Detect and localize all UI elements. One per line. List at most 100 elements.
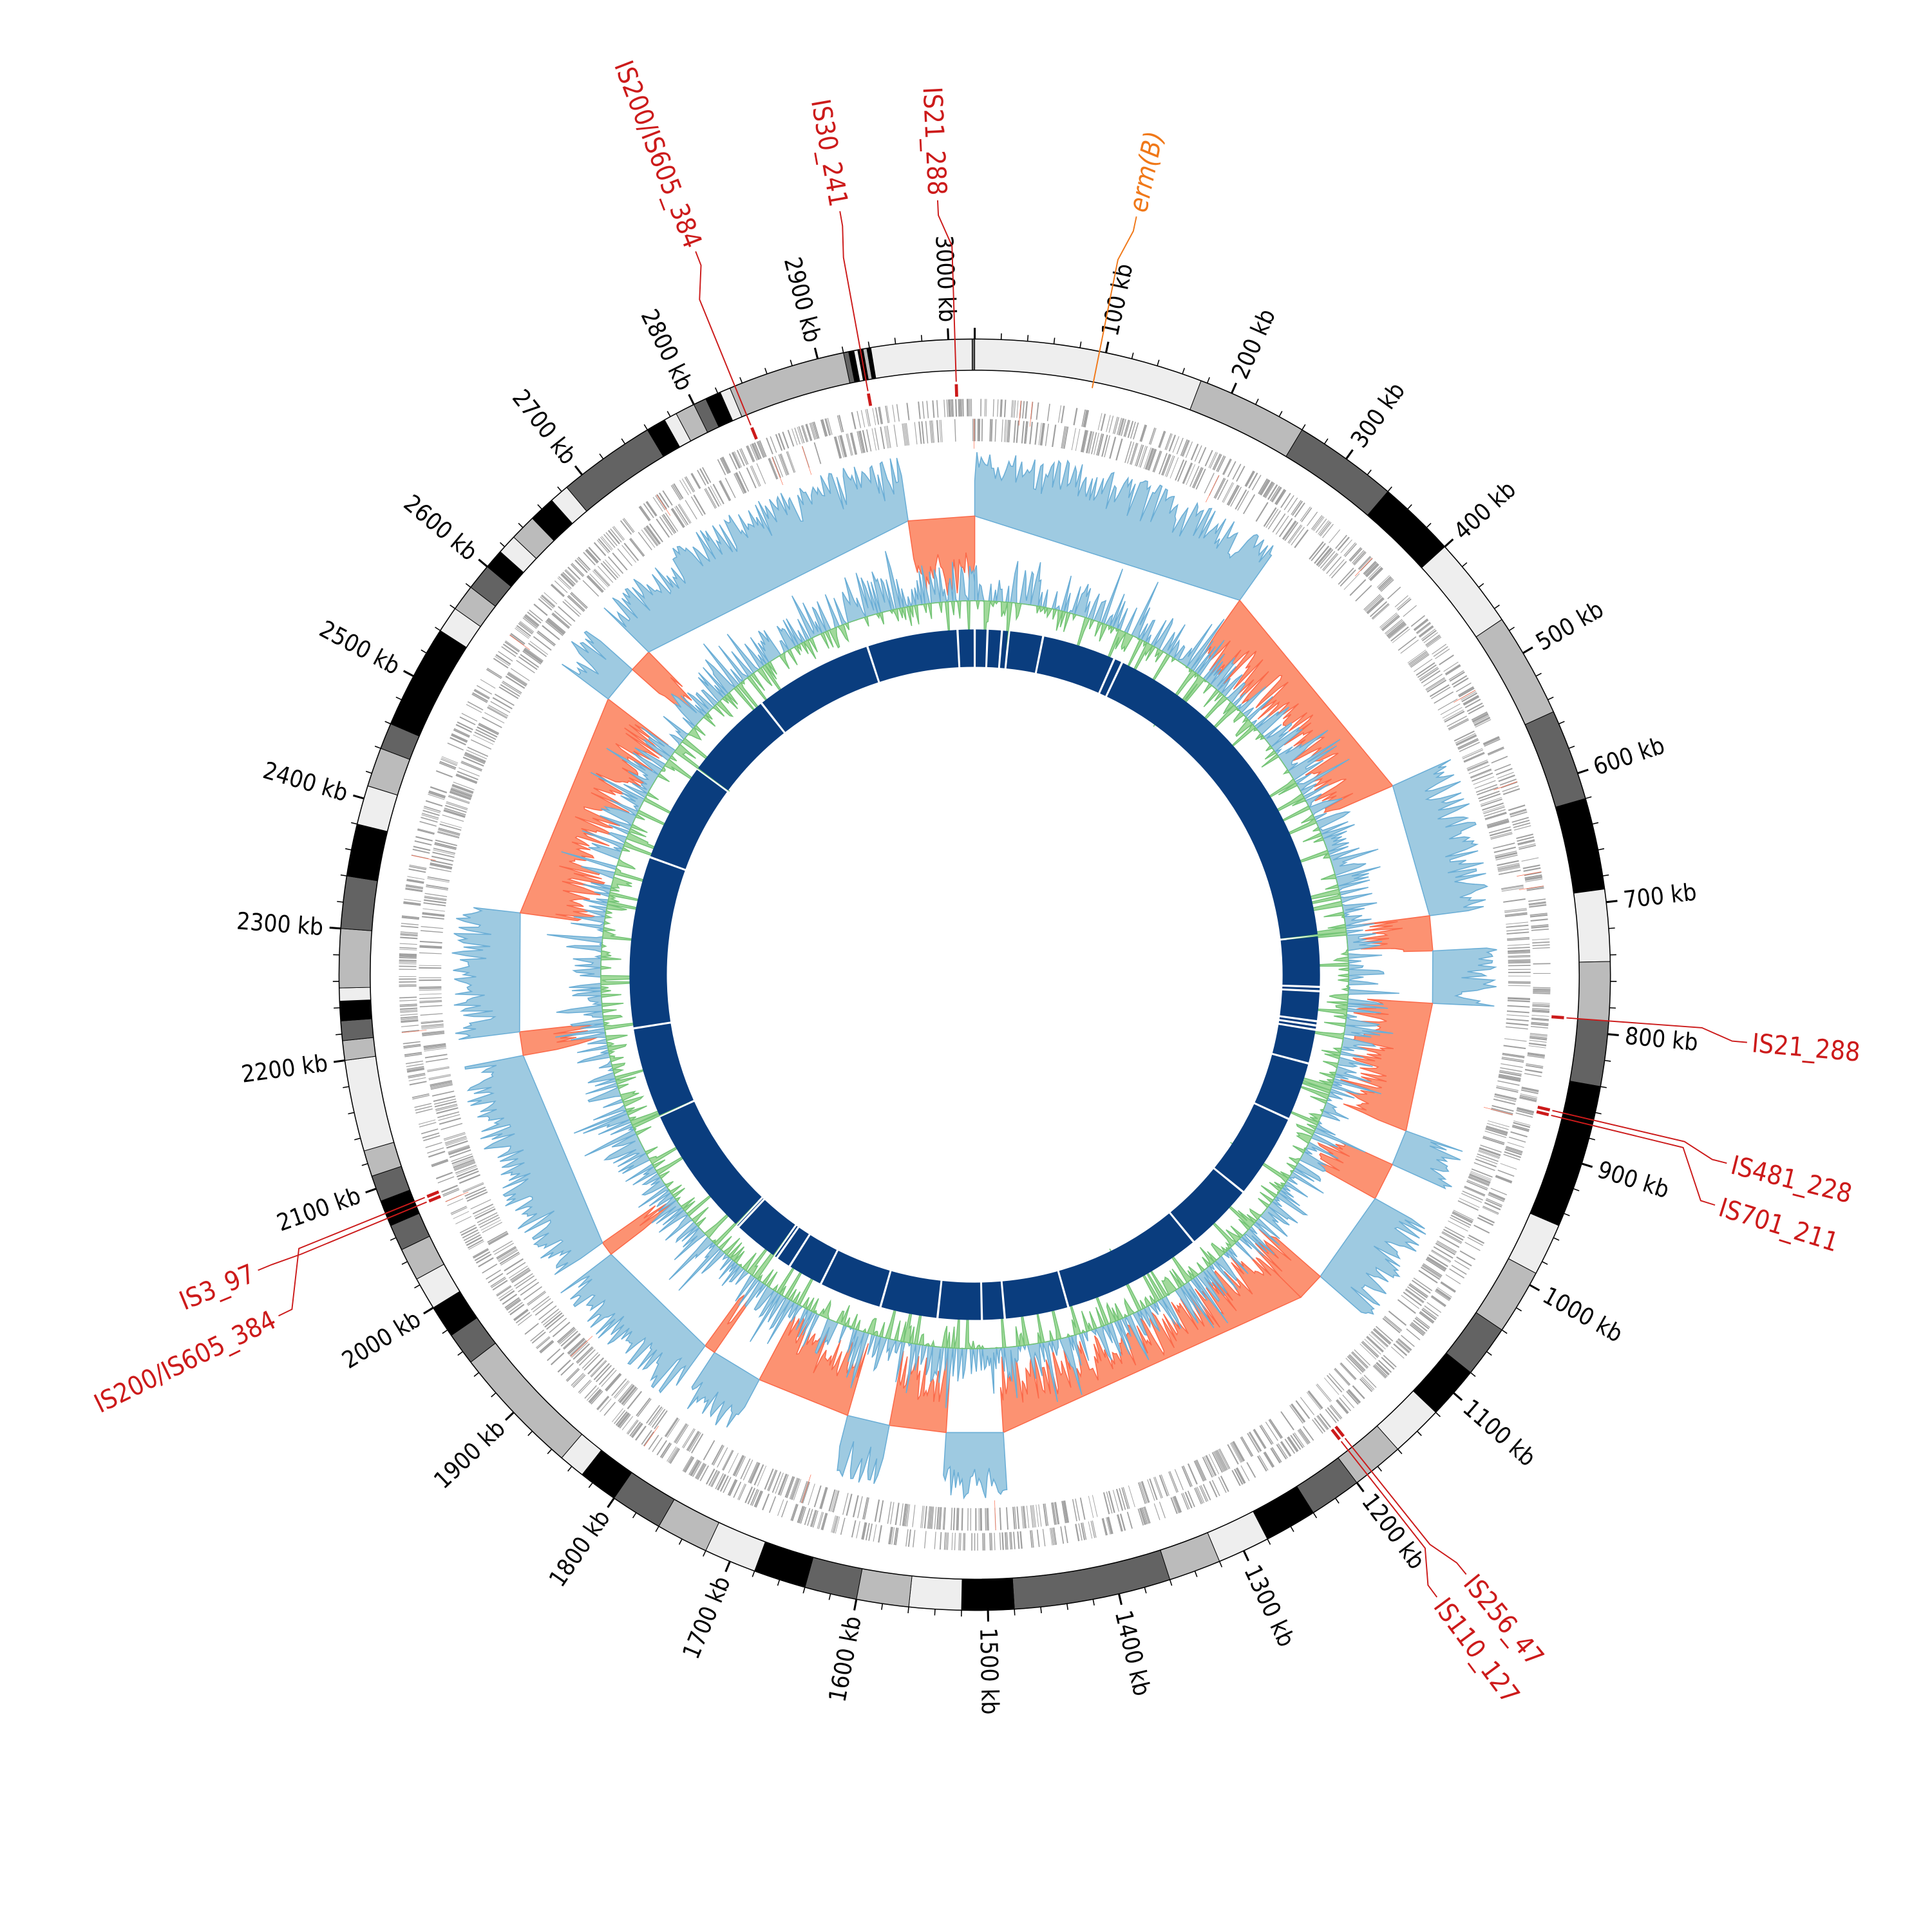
- gene-mark: [738, 1484, 747, 1501]
- gene-mark: [1213, 454, 1222, 471]
- gene-mark: [1508, 949, 1530, 952]
- gene-mark: [1364, 562, 1378, 576]
- gene-mark: [1492, 1104, 1514, 1112]
- gene-mark: [1253, 1429, 1265, 1450]
- gene-mark: [809, 422, 815, 440]
- gene-mark: [613, 526, 625, 540]
- gene-mark: [1532, 947, 1550, 949]
- gene-mark: [790, 1504, 797, 1521]
- gene-mark: [401, 916, 419, 920]
- inner-feature-block: [660, 1101, 762, 1224]
- gene-mark: [1493, 1098, 1516, 1105]
- gene-mark: [929, 421, 933, 443]
- gene-mark: [1022, 1506, 1025, 1529]
- gene-mark: [556, 1327, 575, 1343]
- gene-mark: [1418, 1269, 1438, 1283]
- gene-mark: [1487, 746, 1504, 755]
- gene-mark: [1426, 1257, 1446, 1271]
- gene-mark: [474, 1206, 495, 1217]
- gene-mark: [551, 583, 565, 596]
- gene-mark: [1320, 551, 1336, 569]
- gene-mark: [444, 809, 466, 817]
- gene-mark: [1185, 441, 1193, 459]
- gene-mark: [797, 1506, 804, 1523]
- gene-mark: [1204, 473, 1215, 494]
- gene-mark: [1508, 956, 1531, 958]
- gene-mark: [419, 1122, 437, 1128]
- gene-mark: [791, 428, 798, 446]
- gene-mark: [446, 1138, 468, 1146]
- gene-mark: [1108, 1491, 1115, 1513]
- gene-mark: [1505, 1026, 1528, 1030]
- gc-content-track: [547, 551, 1399, 1408]
- gene-mark: [918, 421, 922, 444]
- gene-mark: [874, 1499, 880, 1522]
- gene-mark: [1327, 1375, 1343, 1393]
- gene-mark: [939, 1532, 942, 1550]
- gene-mark: [857, 431, 863, 454]
- gene-mark: [913, 1530, 916, 1548]
- gene-mark: [564, 569, 578, 583]
- ideogram-band: [339, 999, 372, 1021]
- gene-mark: [1289, 1405, 1303, 1424]
- gene-mark: [747, 1488, 755, 1504]
- gene-mark: [579, 1380, 592, 1394]
- minor-tick: [777, 1579, 781, 1586]
- gene-mark: [614, 1410, 626, 1425]
- is-element-leader-line: [839, 211, 869, 392]
- gene-mark: [1507, 999, 1530, 1003]
- gene-mark: [1417, 664, 1437, 678]
- gene-mark: [1214, 1450, 1226, 1472]
- gene-mark: [885, 426, 890, 448]
- gene-mark: [1345, 1358, 1362, 1375]
- gene-mark: [779, 453, 789, 475]
- gene-mark: [1195, 1487, 1204, 1504]
- gene-mark: [1258, 478, 1268, 495]
- ideogram-band: [1012, 1549, 1171, 1610]
- gene-mark: [1451, 1265, 1467, 1275]
- gene-mark: [1477, 786, 1499, 796]
- gene-mark: [1470, 768, 1492, 779]
- gene-mark: [511, 1269, 531, 1282]
- gene-mark: [677, 504, 691, 524]
- gene-mark: [769, 457, 779, 479]
- ideogram-band: [1367, 491, 1446, 569]
- gene-mark: [1340, 539, 1352, 553]
- gene-mark: [520, 1282, 540, 1296]
- gene-mark: [399, 963, 417, 965]
- gene-mark: [907, 1529, 911, 1547]
- gene-mark: [1401, 1294, 1420, 1309]
- gene-mark: [504, 1297, 520, 1309]
- gene-mark: [701, 467, 712, 483]
- gene-mark: [1036, 402, 1039, 420]
- gene-mark: [1488, 748, 1504, 756]
- gene-mark: [1394, 595, 1408, 607]
- inner-feature-block: [1100, 659, 1121, 696]
- gene-mark: [1428, 1254, 1448, 1267]
- gene-mark: [568, 594, 585, 611]
- gene-mark: [1452, 1211, 1473, 1222]
- gene-mark: [654, 1410, 668, 1430]
- gene-mark: [746, 467, 757, 489]
- gene-mark-highlight: [1206, 475, 1220, 502]
- gene-track: [399, 399, 1551, 1551]
- gene-mark: [1275, 515, 1289, 535]
- gene-mark: [868, 1523, 873, 1541]
- minor-tick: [678, 1539, 683, 1545]
- gene-mark: [583, 1354, 601, 1371]
- ideogram-band: [804, 1557, 863, 1600]
- gene-mark: [649, 523, 663, 543]
- gene-mark: [523, 649, 543, 664]
- gene-mark: [1449, 671, 1465, 682]
- gene-mark: [830, 1490, 837, 1512]
- gene-mark: [1316, 1416, 1328, 1430]
- gene-mark: [585, 549, 598, 564]
- gene-mark: [734, 473, 744, 495]
- minor-tick: [1416, 1430, 1422, 1436]
- gene-mark: [670, 508, 685, 528]
- gene-mark: [1278, 1443, 1288, 1459]
- gene-mark: [1329, 529, 1341, 544]
- gene-mark: [675, 506, 689, 526]
- gene-mark: [1453, 677, 1469, 688]
- is-element-marker: [1537, 1105, 1551, 1112]
